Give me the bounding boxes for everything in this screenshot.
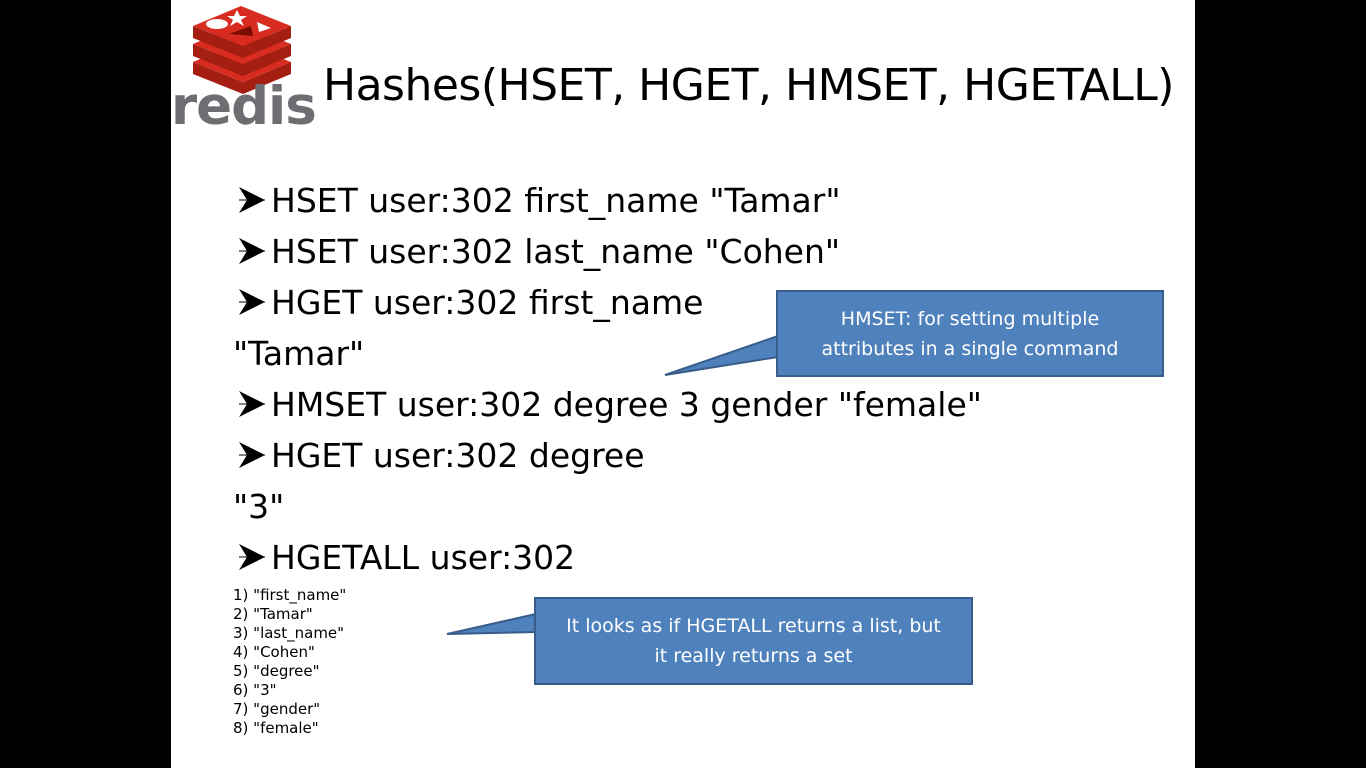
hgetall-output-list: 1) "first_name" 2) "Tamar" 3) "last_name…: [233, 586, 346, 738]
output-item: 8) "female": [233, 719, 319, 737]
result-line-1: "Tamar": [233, 334, 365, 373]
callout-line: It looks as if HGETALL returns a list, b…: [566, 615, 941, 637]
hmset-callout: HMSET: for setting multiple attributes i…: [776, 290, 1164, 377]
callout-line: it really returns a set: [654, 645, 853, 667]
command-text: HMSET user:302 degree 3 gender "female": [271, 385, 982, 424]
hgetall-callout: It looks as if HGETALL returns a list, b…: [534, 597, 973, 685]
command-line-5: HGET user:302 degree: [233, 439, 645, 472]
command-line-6: HGETALL user:302: [233, 541, 575, 574]
redis-logo: [193, 6, 291, 94]
command-line-1: HSET user:302 first_name "Tamar": [233, 184, 841, 217]
output-item: 3) "last_name": [233, 624, 345, 642]
arrow-bullet-icon: [239, 289, 265, 315]
arrow-bullet-icon: [239, 391, 265, 417]
output-item: 6) "3": [233, 681, 277, 699]
command-text: HSET user:302 last_name "Cohen": [271, 232, 841, 271]
hgetall-callout-tail: [446, 612, 537, 635]
arrow-bullet-icon: [239, 238, 265, 264]
command-text: HSET user:302 first_name "Tamar": [271, 181, 841, 220]
slide: redis Hashes(HSET, HGET, HMSET, HGETALL)…: [171, 0, 1195, 768]
redis-wordmark: redis: [171, 76, 317, 137]
command-text: HGET user:302 first_name: [271, 283, 704, 322]
hmset-callout-tail: [664, 334, 779, 376]
output-item: 5) "degree": [233, 662, 320, 680]
command-line-2: HSET user:302 last_name "Cohen": [233, 235, 840, 268]
result-line-2: "3": [233, 487, 285, 526]
arrow-bullet-icon: [239, 442, 265, 468]
command-text: HGET user:302 degree: [271, 436, 645, 475]
output-item: 2) "Tamar": [233, 605, 313, 623]
command-line-4: HMSET user:302 degree 3 gender "female": [233, 388, 982, 421]
arrow-bullet-icon: [239, 187, 265, 213]
output-item: 4) "Cohen": [233, 643, 315, 661]
slide-title: Hashes(HSET, HGET, HMSET, HGETALL): [323, 60, 1174, 111]
callout-line: HMSET: for setting multiple: [840, 307, 1100, 330]
command-line-3: HGET user:302 first_name: [233, 286, 703, 319]
redis-cube-icon: [193, 6, 291, 94]
callout-line: attributes in a single command: [821, 337, 1119, 360]
command-text: HGETALL user:302: [271, 538, 576, 577]
output-item: 7) "gender": [233, 700, 321, 718]
arrow-bullet-icon: [239, 544, 265, 570]
output-item: 1) "first_name": [233, 586, 347, 604]
